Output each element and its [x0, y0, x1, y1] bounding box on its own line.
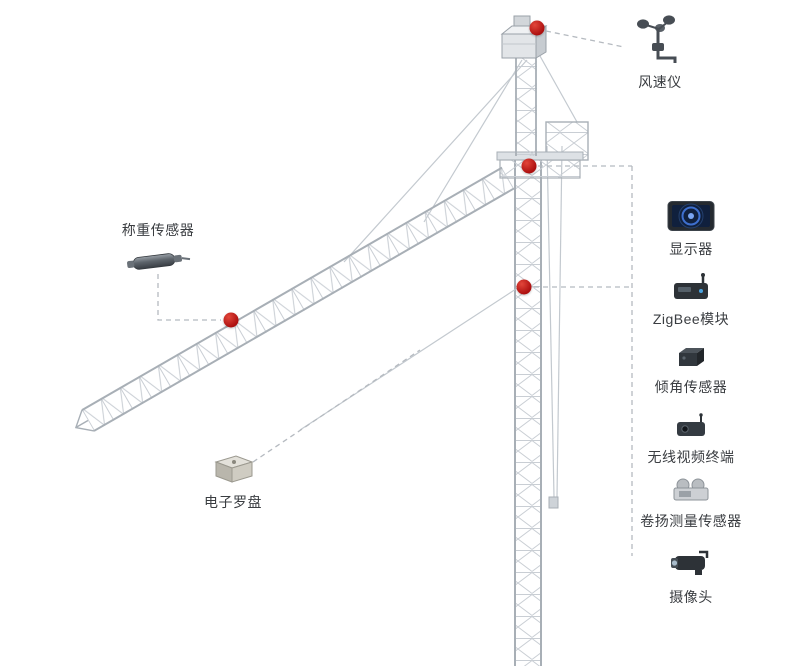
right-item-display: 显示器 [628, 200, 754, 259]
tilt-sensor-icon [679, 348, 704, 366]
marker-tower-mid [516, 279, 532, 295]
crane-pendant-cables [343, 55, 578, 498]
marker-jib [223, 312, 239, 328]
callout-load-sensor: 称重传感器 [118, 220, 198, 276]
right-item-tilt-sensor: 倾角传感器 [628, 344, 754, 397]
leader-load-sensor [157, 274, 221, 321]
anemometer-icon [637, 15, 677, 63]
right-item-hoist-sensor: 卷扬测量传感器 [628, 476, 754, 531]
leader-right-panel [534, 165, 633, 556]
display-label: 显示器 [669, 241, 713, 257]
load-sensor-label: 称重传感器 [121, 222, 195, 238]
crane-slewing-unit [496, 151, 584, 179]
display-icon [667, 201, 715, 231]
callout-compass: 电子罗盘 [203, 452, 263, 512]
load-sensor-icon [127, 253, 191, 270]
crane-jib [74, 166, 515, 432]
wireless-video-label: 无线视频终端 [647, 449, 735, 465]
compass-icon [214, 455, 254, 483]
right-item-wireless-video: 无线视频终端 [628, 412, 754, 467]
leader-anemometer [545, 30, 625, 48]
camera-icon [671, 550, 709, 575]
right-item-zigbee: ZigBee模块 [628, 272, 754, 329]
zigbee-icon [674, 273, 708, 299]
wireless-video-icon [677, 413, 705, 436]
crane-tower-head [515, 56, 537, 156]
marker-slewing-unit [521, 158, 537, 174]
camera-label: 摄像头 [669, 589, 713, 605]
anemometer-label: 风速仪 [638, 74, 682, 90]
compass-label: 电子罗盘 [204, 494, 262, 510]
right-item-camera: 摄像头 [628, 546, 754, 607]
hoist-sensor-icon [673, 478, 709, 501]
tilt-sensor-label: 倾角传感器 [654, 379, 728, 395]
callout-anemometer: 风速仪 [630, 14, 690, 92]
hoist-sensor-label: 卷扬测量传感器 [640, 513, 742, 529]
zigbee-label: ZigBee模块 [652, 311, 730, 327]
marker-tower-top [529, 20, 545, 36]
leader-compass [252, 349, 421, 463]
crane-tower [514, 156, 542, 666]
